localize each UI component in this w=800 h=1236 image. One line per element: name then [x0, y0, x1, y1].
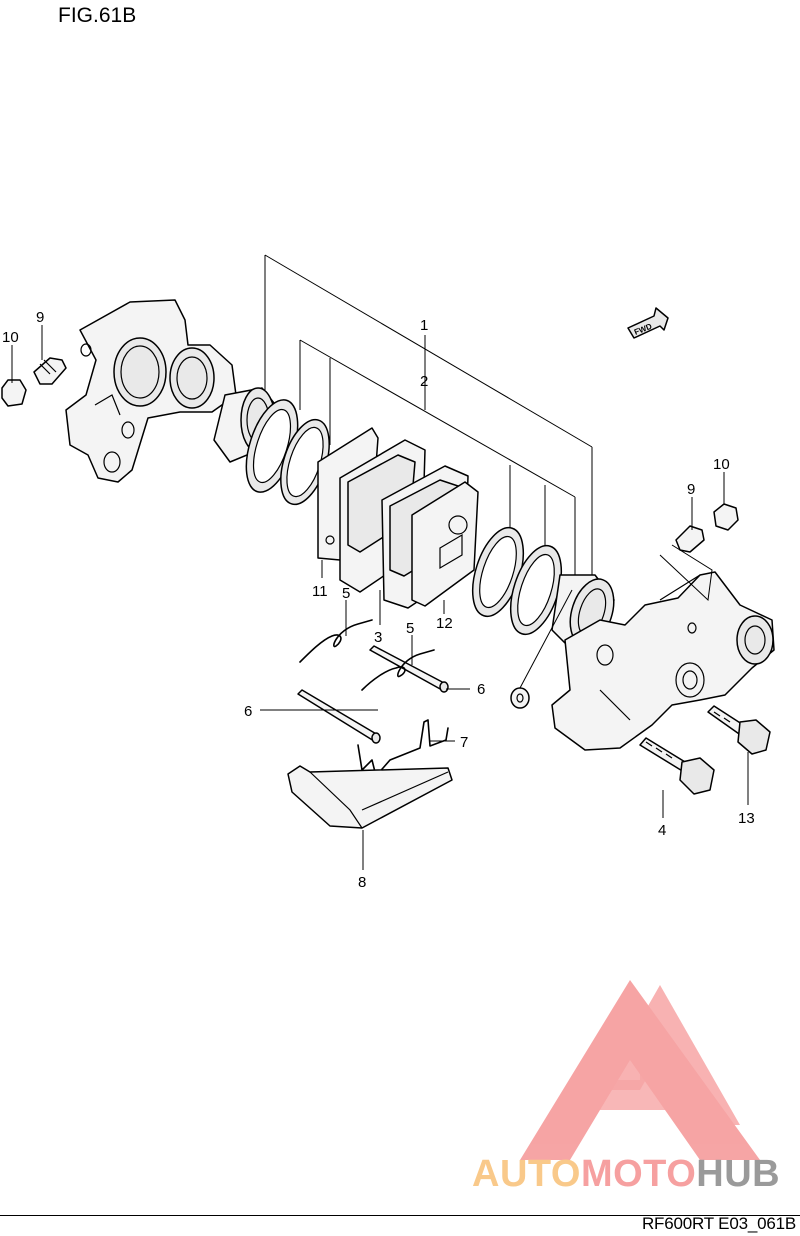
mounting-bolt-4: [639, 737, 715, 795]
bleeder-screw-right: [675, 525, 705, 553]
callout-6-right: 6: [477, 681, 485, 698]
pad-pin-lower: [369, 645, 449, 693]
automotohub-logo-icon: [520, 980, 760, 1160]
callout-1: 1: [420, 317, 428, 334]
callout-4: 4: [658, 822, 666, 839]
callout-2: 2: [420, 373, 428, 390]
washer: [510, 687, 530, 709]
dust-seal-left: [280, 418, 330, 506]
pad-clip-5-left: [299, 619, 373, 663]
callout-6-left: 6: [244, 703, 252, 720]
mounting-bolt-13: [707, 705, 771, 755]
callout-12: 12: [436, 615, 453, 632]
leader-lines: [11, 325, 749, 870]
callout-5-right: 5: [406, 620, 414, 637]
bleeder-screw-left: [33, 357, 67, 385]
pad-support-plate: [287, 765, 453, 829]
bottom-border: [0, 1215, 800, 1216]
figure-title: FIG.61B: [58, 4, 137, 27]
callout-9-left: 9: [36, 309, 44, 326]
bleeder-cap-right: [713, 503, 739, 531]
callout-10-left: 10: [2, 329, 19, 346]
callout-5-left: 5: [342, 585, 350, 602]
assembly-bracket-2: [299, 335, 576, 590]
callout-9-right: 9: [687, 481, 695, 498]
caliper-body-left: [65, 299, 237, 483]
callout-10-right: 10: [713, 456, 730, 473]
callout-labels: 1 2 3 4 5 5 6 6 7 8 9 9 10 10 11 12 13: [2, 309, 755, 891]
fwd-arrow-icon: FWD: [627, 307, 669, 339]
pad-pin-upper: [297, 689, 381, 744]
pad-clip-5-right: [361, 649, 435, 691]
assembly-bracket-1: [264, 254, 593, 585]
dust-seal-right: [471, 526, 525, 618]
callout-3: 3: [374, 629, 382, 646]
watermark-brand: AUTOMOTOHUB: [472, 1153, 780, 1195]
callout-13: 13: [738, 810, 755, 827]
caliper-body-right: [551, 571, 775, 751]
callout-7: 7: [460, 734, 468, 751]
bleeder-cap-left: [1, 379, 27, 407]
drawing-code: RF600RT E03_061B: [641, 1214, 796, 1233]
pad-shim-right: [411, 481, 479, 607]
callout-8: 8: [358, 874, 366, 891]
pad-spring-7: [357, 719, 449, 777]
piston-seal-right: [509, 544, 563, 636]
callout-11: 11: [312, 583, 328, 600]
